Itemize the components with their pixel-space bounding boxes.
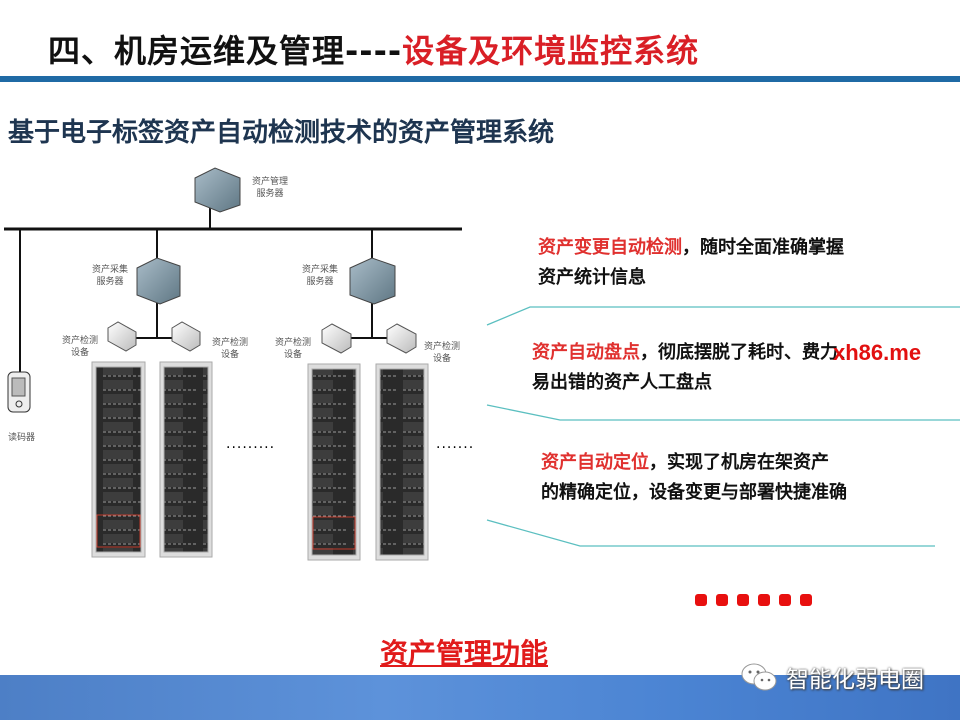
feature-item: 资产自动定位，实现了机房在架资产的精确定位，设备变更与部署快捷准确 — [541, 452, 847, 503]
detector-label: 资产检测设备 — [275, 338, 312, 360]
mgmt-server-label: 资产管理服务器 — [252, 177, 289, 199]
section-subtitle: 基于电子标签资产自动检测技术的资产管理系统 — [8, 118, 555, 148]
collector-left-label: 资产采集服务器 — [92, 265, 129, 287]
watermark: xh86.me — [833, 340, 922, 365]
more-dots — [695, 594, 812, 606]
brand: 智能化弱电圈 — [740, 660, 924, 694]
feature-item: 资产自动盘点，彻底摆脱了耗时、费力、易出错的资产人工盘点 — [532, 342, 856, 393]
server-icon — [349, 257, 396, 305]
function-title: 资产管理功能 — [380, 637, 549, 670]
detector-label: 资产检测设备 — [212, 338, 249, 360]
title-highlight: 设备及环境监控系统 — [402, 32, 700, 70]
rack-icon — [91, 361, 429, 561]
title-main: 四、机房运维及管理---- — [48, 32, 403, 70]
server-icon — [194, 167, 241, 213]
collector-right-label: 资产采集服务器 — [302, 265, 339, 287]
reader-label: 读码器 — [8, 433, 36, 443]
brand-name: 智能化弱电圈 — [786, 667, 924, 693]
callout-lines — [486, 306, 960, 547]
ellipsis: ········· — [226, 440, 276, 456]
title-divider — [0, 76, 960, 82]
slide-title: 四、机房运维及管理----设备及环境监控系统 — [48, 26, 699, 72]
server-icon — [136, 257, 181, 305]
reader-device-icon — [7, 371, 31, 413]
detector-label: 资产检测设备 — [62, 336, 99, 358]
detector-label: 资产检测设备 — [424, 342, 461, 364]
footer-bar — [0, 675, 960, 720]
detector-icon — [107, 321, 417, 354]
wechat-icon — [741, 663, 777, 691]
ellipsis: ······· — [436, 440, 475, 456]
feature-item: 资产变更自动检测，随时全面准确掌握资产统计信息 — [538, 237, 844, 288]
